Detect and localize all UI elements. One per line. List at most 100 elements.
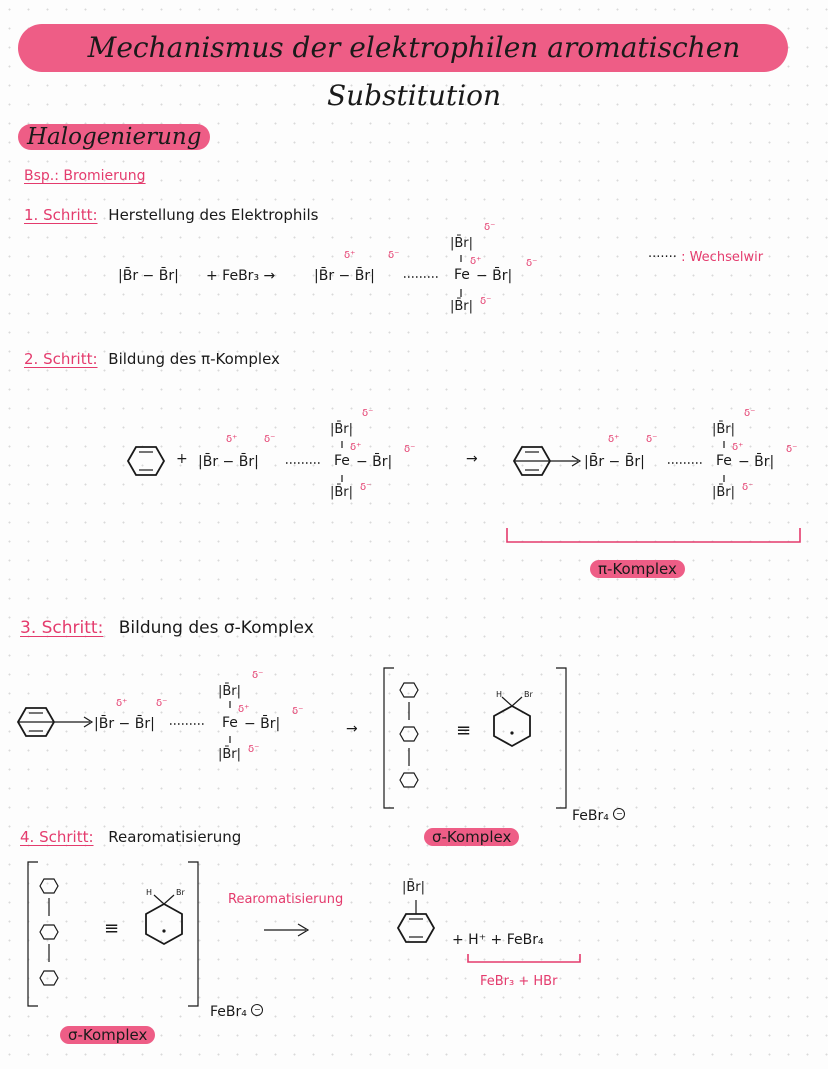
fe-br-right: − B̄r| (356, 454, 393, 470)
fe-atom: Fe (454, 267, 470, 283)
delta-plus: δ⁺ (116, 698, 128, 709)
section-header: Halogenierung (18, 120, 211, 154)
step-2-label: 2. Schritt: (24, 350, 98, 368)
title-highlight (18, 24, 788, 72)
delta-plus: δ⁺ (238, 704, 250, 715)
reaction-arrow: → (346, 721, 358, 737)
delta-plus: δ⁺ (608, 434, 620, 445)
br-bottom: |B̄r| (712, 485, 736, 500)
br-top: |B̄r| (330, 422, 354, 437)
resonance-ring (399, 772, 419, 788)
febr4-anion: FeBr₄ − (210, 1004, 264, 1020)
resonance-ring (39, 878, 59, 894)
pi-komplex-label: π-Komplex (590, 560, 685, 578)
delta-minus: δ⁻ (292, 706, 304, 717)
resonance-ring (399, 726, 419, 742)
legend-dots: ······· (648, 250, 677, 265)
step-4-desc: Rearomatisierung (108, 828, 242, 846)
delta-minus: δ⁻ (526, 258, 538, 269)
delta-plus: δ⁺ (732, 442, 744, 453)
febr4-label: FeBr₄ (210, 1004, 247, 1020)
br-substituent: |B̄r| (402, 880, 426, 895)
br-bottom: |B̄r| (450, 299, 474, 314)
fe-atom: Fe (716, 453, 732, 469)
delta-minus: δ⁻ (744, 408, 756, 419)
pi-komplex-badge: π-Komplex (590, 558, 685, 580)
sigma-komplex-label: σ-Komplex (424, 828, 520, 846)
step-2: 2. Schritt: Bildung des π-Komplex (24, 350, 280, 368)
delta-minus: δ⁻ (360, 482, 372, 493)
h-atom: H (496, 690, 503, 699)
fe-br-right: − B̄r| (476, 268, 513, 284)
page-title: Mechanismus der elektrophilen aromatisch… (87, 31, 741, 112)
fe-br-right: − B̄r| (244, 716, 281, 732)
equiv-sign: ≡ (456, 720, 472, 741)
plus-febr3: + FeBr₃ → (206, 268, 276, 284)
delta-minus: δ⁻ (156, 698, 168, 709)
delta-plus: δ⁺ (344, 250, 356, 261)
delta-minus: δ⁻ (742, 482, 754, 493)
delta-minus: δ⁻ (388, 250, 400, 261)
legend: ······· : Wechselwir (648, 250, 763, 265)
cyclohexadienyl-ring (145, 902, 183, 946)
polarized-br2: |B̄r − B̄r| (314, 268, 375, 284)
example-label: Bsp.: Bromierung (24, 168, 146, 184)
equiv-sign: ≡ (104, 918, 120, 939)
step-3: 3. Schritt: Bildung des σ-Komplex (20, 618, 314, 638)
br-atom: Br (524, 690, 533, 699)
step-3-desc: Bildung des σ-Komplex (118, 618, 314, 638)
br-top: |B̄r| (712, 422, 736, 437)
delta-minus: δ⁻ (252, 670, 264, 681)
benzene-ring (396, 913, 436, 943)
polarized-br2: |B̄r − B̄r| (198, 454, 259, 470)
delta-minus: δ⁻ (264, 434, 276, 445)
h-atom: H (146, 888, 153, 897)
resonance-ring (399, 682, 419, 698)
br-top: |B̄r| (218, 684, 242, 699)
section-header-text: Halogenierung (18, 124, 211, 150)
br-atom: Br (176, 888, 185, 897)
sigma-komplex-badge: σ-Komplex (424, 826, 520, 848)
br-bottom: |B̄r| (330, 485, 354, 500)
delta-plus: δ⁺ (470, 256, 482, 267)
products: + H⁺ + FeBr₄ (452, 932, 544, 948)
plus-sign: + (176, 451, 188, 467)
step-1-label: 1. Schritt: (24, 206, 98, 224)
resonance-ring (39, 924, 59, 940)
polarized-br2: |B̄r − B̄r| (94, 716, 155, 732)
br2-molecule: |B̄r − B̄r| (118, 268, 179, 284)
benzene-ring (512, 446, 552, 476)
delta-minus: δ⁻ (786, 444, 798, 455)
febr4-label: FeBr₄ (572, 808, 609, 824)
legend-label: : Wechselwir (681, 250, 764, 265)
delta-minus: δ⁻ (404, 444, 416, 455)
fe-br-right: − B̄r| (738, 454, 775, 470)
reaction-arrow: → (466, 451, 478, 467)
br-top: |B̄r| (450, 236, 474, 251)
polarized-br2: |B̄r − B̄r| (584, 454, 645, 470)
benzene-ring (126, 446, 166, 476)
byproducts: FeBr₃ + HBr (480, 974, 558, 989)
step-2-desc: Bildung des π-Komplex (108, 350, 280, 368)
cyclohexadienyl-ring (493, 704, 531, 748)
delta-minus: δ⁻ (484, 222, 496, 233)
step-3-label: 3. Schritt: (20, 618, 104, 638)
delta-plus: δ⁺ (226, 434, 238, 445)
step-4: 4. Schritt: Rearomatisierung (20, 828, 241, 846)
fe-atom: Fe (334, 453, 350, 469)
step-1-desc: Herstellung des Elektrophils (108, 206, 319, 224)
delta-minus: δ⁻ (362, 408, 374, 419)
rearomatisierung-label: Rearomatisierung (228, 892, 344, 907)
delta-plus: δ⁺ (350, 442, 362, 453)
sigma-komplex-label: σ-Komplex (60, 1026, 156, 1044)
resonance-ring (39, 970, 59, 986)
step-4-label: 4. Schritt: (20, 828, 94, 846)
negative-charge-icon: − (251, 1004, 264, 1016)
delta-minus: δ⁻ (646, 434, 658, 445)
delta-minus: δ⁻ (248, 744, 260, 755)
delta-minus: δ⁻ (480, 296, 492, 307)
